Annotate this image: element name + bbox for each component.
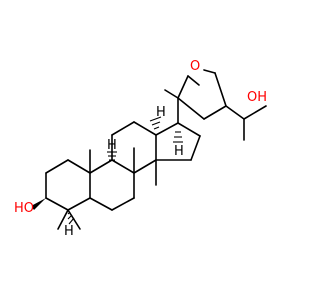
ring-b-bonds	[89, 159, 135, 211]
methyl-bonds	[57, 147, 157, 230]
epoxide-oxygen-label: O	[190, 59, 200, 74]
ring-d-bonds	[155, 122, 201, 161]
hydrogen-label-5: H	[64, 224, 74, 239]
hashed-bonds	[67, 116, 183, 225]
hydrogen-label-13: H	[174, 144, 184, 159]
c3-wedge-bond	[31, 198, 46, 210]
ring-a-bonds	[45, 159, 91, 211]
label-backgrounds	[13, 58, 268, 215]
structure-canvas: HO O OH H H H H	[13, 58, 268, 239]
hydroxyl-label-c3: HO	[14, 201, 34, 216]
hydrogen-label-9: H	[107, 138, 117, 153]
hydrogen-label-17: H	[156, 105, 166, 120]
molecule-drawing: HO O OH H H H H	[13, 58, 268, 239]
side-chain-bonds	[164, 69, 267, 141]
hydroxyl-label-side: OH	[247, 90, 267, 105]
